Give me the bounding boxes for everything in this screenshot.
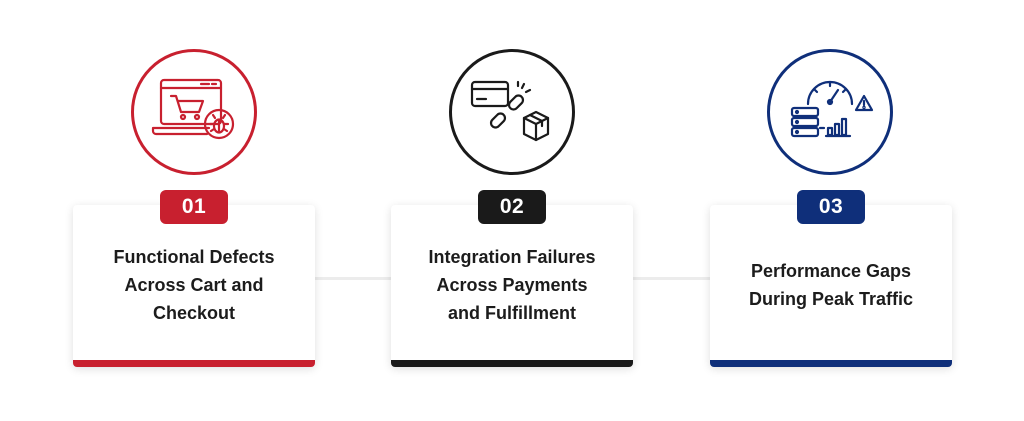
step-number-badge-2: 02 [478,190,546,224]
step-icon-circle-2 [449,49,575,175]
cart-bug-icon [151,78,235,140]
step-title-1: Functional Defects Across Cart and Check… [113,247,275,323]
step-card-3: Performance Gaps During Peak Traffic [710,205,952,367]
step-card-1: Functional Defects Across Cart and Check… [73,205,315,367]
connector-1-2 [315,277,391,280]
step-accent-bar-2 [391,360,633,367]
step-accent-bar-1 [73,360,315,367]
step-title-3: Performance Gaps During Peak Traffic [748,261,914,309]
step-title-2: Integration Failures Across Payments and… [428,247,596,323]
step-icon-circle-3 [767,49,893,175]
step-accent-bar-3 [710,360,952,367]
step-number-badge-1: 01 [160,190,228,224]
step-icon-circle-1 [131,49,257,175]
server-gauge-alert-icon [790,80,874,138]
connector-2-3 [633,277,710,280]
step-number-badge-3: 03 [797,190,865,224]
step-card-2: Integration Failures Across Payments and… [391,205,633,367]
payment-link-box-icon [470,80,550,142]
